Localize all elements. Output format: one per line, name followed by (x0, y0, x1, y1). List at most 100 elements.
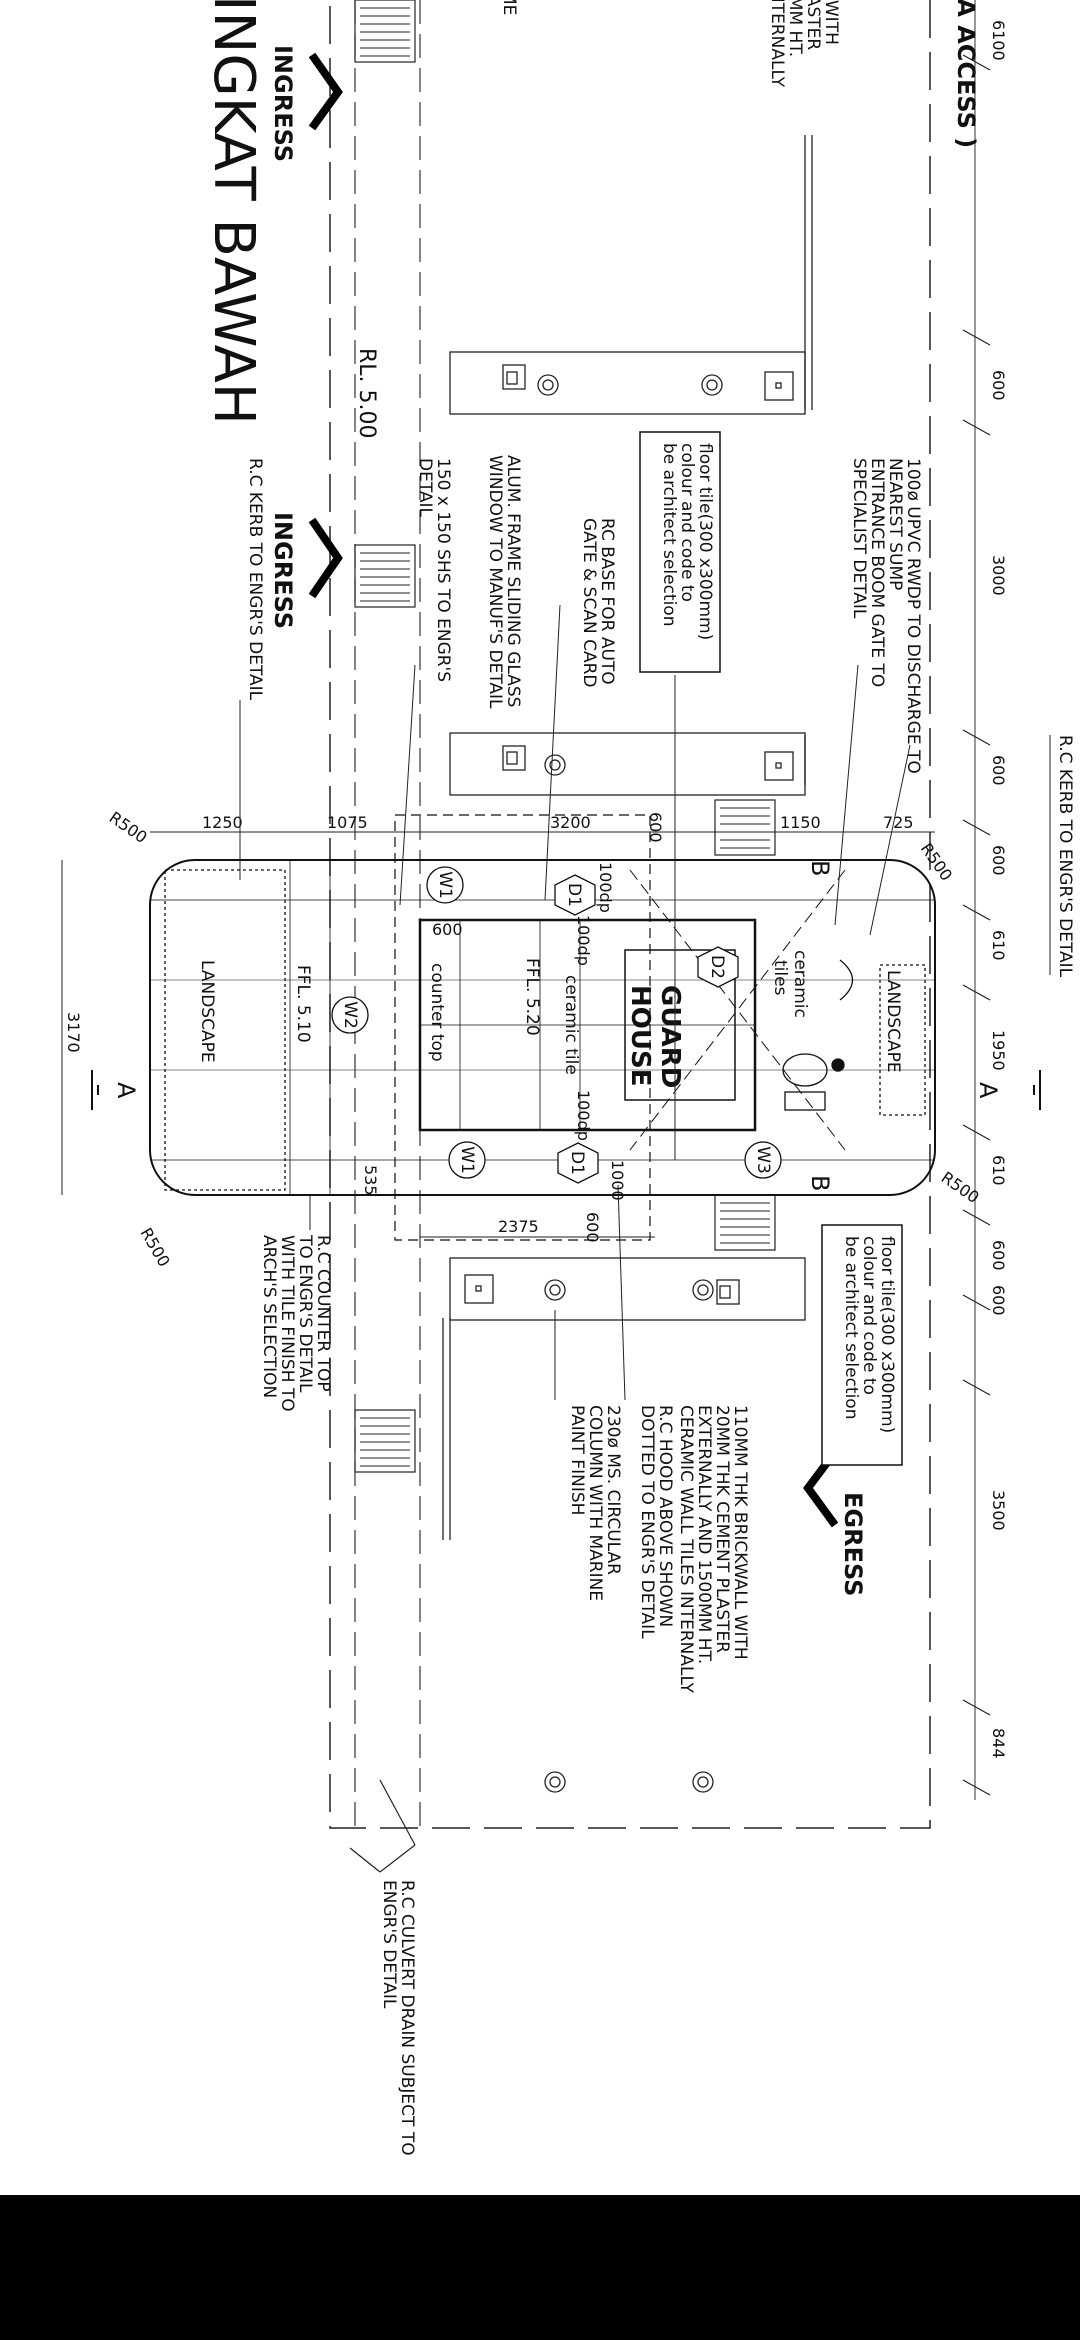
dim-label: 100dp (574, 915, 593, 966)
svg-text:A: A (974, 1082, 1002, 1099)
road-name: INGKAT BAWAH (201, 0, 266, 425)
svg-text:EGRESS: EGRESS (839, 1492, 867, 1596)
svg-text:D1: D1 (564, 883, 584, 907)
dim-label: 1000 (608, 1160, 627, 1201)
rl-label: RL. 5.00 (354, 348, 379, 439)
door-tag-d1: D1 (554, 874, 596, 916)
radius-label: R500 (137, 1225, 174, 1271)
dim-label: 844 (989, 1728, 1008, 1759)
boom-gate-mid (449, 732, 806, 796)
dim-label: 600 (989, 1240, 1008, 1271)
hood-note: R.C HOOD ABOVE SHOWN DOTTED TO ENGR'S DE… (637, 1405, 675, 1639)
ceramic-tiles-label: ceramic tiles (770, 950, 810, 1018)
section-mark-a: A (91, 1070, 140, 1110)
svg-text:W1: W1 (457, 1146, 477, 1174)
dimension-chain-bottom: 2375 535 (361, 1165, 655, 1238)
dim-label: 600 (989, 755, 1008, 786)
shs-note: 150 x 150 SHS TO ENGR'S DETAIL (415, 458, 453, 682)
top-cut-note: L WITH LASTER 0MM HT. INTERNALLY (767, 0, 841, 88)
svg-text:WINDOW TO MANUF'S DETAIL: WINDOW TO MANUF'S DETAIL (485, 455, 505, 709)
brickwall-note: 110MM THK BRICKWALL WITH 20MM THK CEMENT… (676, 1405, 750, 1694)
right-dimensions: 6100 600 3000 600 600 610 1950 610 600 6… (989, 20, 1008, 1759)
svg-text:LANDSCAPE: LANDSCAPE (883, 970, 903, 1073)
dim-label: 610 (989, 930, 1008, 961)
floor-tile-note-top: floor tile(300 x300mm) colour and code t… (639, 431, 721, 673)
svg-text:COLUMN WITH MARINE: COLUMN WITH MARINE (585, 1405, 605, 1601)
counter-top-note: R.C COUNTER TOP TO ENGR'S DETAIL WITH TI… (259, 1234, 333, 1412)
rc-base-note: RC BASE FOR AUTO GATE & SCAN CARD (579, 518, 617, 688)
boom-gate-bottom (442, 1257, 806, 1540)
svg-text:tiles: tiles (770, 960, 790, 996)
svg-text:floor tile(300 x300mm): floor tile(300 x300mm) (877, 1236, 897, 1433)
ffl-510-label: FFL. 5.10 (293, 965, 313, 1043)
svg-text:WITH TILE FINISH TO: WITH TILE FINISH TO (277, 1235, 297, 1412)
dimension-chain-top: 1250 1075 3200 1150 725 (150, 813, 935, 833)
landscape-area-left: LANDSCAPE (164, 869, 286, 1191)
dim-label: 610 (989, 1155, 1008, 1186)
dim-label: 1950 (989, 1030, 1008, 1071)
svg-text:GUARD: GUARD (655, 985, 685, 1088)
svg-text:LANDSCAPE: LANDSCAPE (197, 960, 217, 1063)
guard-house-building (149, 814, 936, 1241)
svg-text:R.C HOOD ABOVE SHOWN: R.C HOOD ABOVE SHOWN (655, 1405, 675, 1627)
svg-text:HOUSE: HOUSE (625, 985, 655, 1086)
dim-label: 600 (989, 845, 1008, 876)
svg-text:1250: 1250 (202, 813, 243, 832)
boom-gate-note: ENTRANCE BOOM GATE TO SPECIALIST DETAIL (849, 458, 887, 687)
svg-text:D1: D1 (567, 1151, 587, 1175)
svg-text:RC BASE FOR AUTO: RC BASE FOR AUTO (597, 518, 617, 685)
radius-label: R500 (106, 808, 151, 847)
window-tag-w1: W1 (426, 866, 464, 904)
svg-text:110MM THK BRICKWALL WITH: 110MM THK BRICKWALL WITH (730, 1405, 750, 1660)
svg-text:SPECIALIST DETAIL: SPECIALIST DETAIL (849, 458, 869, 619)
svg-text:DOTTED TO ENGR'S DETAIL: DOTTED TO ENGR'S DETAIL (637, 1405, 657, 1639)
svg-text:W2: W2 (340, 1001, 360, 1029)
alum-window-note: ALUM. FRAME SLIDING GLASS WINDOW TO MANU… (485, 455, 523, 709)
svg-text:2375: 2375 (498, 1217, 539, 1236)
window-tag-w3: W3 (744, 1141, 782, 1179)
svg-text:NEAREST SUMP: NEAREST SUMP (885, 458, 905, 590)
radius-label: R500 (938, 1168, 983, 1207)
svg-text:150 x 150 SHS TO ENGR'S: 150 x 150 SHS TO ENGR'S (433, 458, 453, 682)
section-mark-b: B (806, 860, 834, 876)
svg-text:ARCH'S SELECTION: ARCH'S SELECTION (259, 1235, 279, 1398)
dimension-left: 3170 (61, 860, 83, 1195)
svg-text:ENTRANCE BOOM GATE TO: ENTRANCE BOOM GATE TO (867, 458, 887, 687)
dim-label: 600 (432, 920, 463, 939)
boom-gate-top (449, 135, 813, 415)
ceramic-tile-label: ceramic tile (561, 975, 581, 1075)
upvc-note: 100ø UPVC RWDP TO DISCHARGE TO NEAREST S… (885, 458, 923, 774)
window-tag-w2: W2 (331, 996, 369, 1034)
svg-text:PAINT FINISH: PAINT FINISH (567, 1405, 587, 1515)
top-cut-me: ME (499, 0, 519, 15)
radius-label: R500 (917, 839, 956, 884)
svg-text:INGRESS: INGRESS (269, 45, 297, 162)
leader-lines (239, 604, 1051, 1401)
window-tag-w1: W1 (448, 1141, 486, 1179)
road-hatch-blocks (354, 0, 776, 1473)
svg-text:535: 535 (361, 1165, 380, 1196)
svg-text:A: A (112, 1082, 140, 1099)
dim-label: 600 (583, 1212, 602, 1243)
dim-label: 3500 (989, 1490, 1008, 1531)
svg-text:3170: 3170 (64, 1012, 83, 1053)
svg-text:INGRESS: INGRESS (269, 512, 297, 629)
svg-text:colour and code to: colour and code to (859, 1236, 879, 1395)
section-mark-b: B (806, 1175, 834, 1191)
toilet-fixtures (782, 959, 854, 1111)
dim-label: 600 (989, 1285, 1008, 1316)
svg-text:ALUM. FRAME SLIDING GLASS: ALUM. FRAME SLIDING GLASS (503, 455, 523, 707)
svg-text:1075: 1075 (327, 813, 368, 832)
svg-text:725: 725 (883, 813, 914, 832)
svg-text:colour and code to: colour and code to (677, 443, 697, 602)
bottom-black-bar (0, 2195, 1080, 2340)
counter-top-label: counter top (427, 963, 447, 1062)
svg-text:CERAMIC WALL TILES INTERNALLY: CERAMIC WALL TILES INTERNALLY (676, 1405, 696, 1694)
dim-label: 6100 (989, 20, 1008, 61)
dim-label: 100dp (596, 862, 615, 913)
svg-text:W3: W3 (753, 1146, 773, 1174)
svg-text:100ø UPVC RWDP TO DISCHARGE TO: 100ø UPVC RWDP TO DISCHARGE TO (903, 458, 923, 774)
svg-text:230ø MS. CIRCULAR: 230ø MS. CIRCULAR (603, 1405, 623, 1575)
svg-text:R.C CULVERT DRAIN SUBJECT TO: R.C CULVERT DRAIN SUBJECT TO (397, 1880, 417, 2156)
access-label: BA ACCESS ) (952, 0, 980, 148)
